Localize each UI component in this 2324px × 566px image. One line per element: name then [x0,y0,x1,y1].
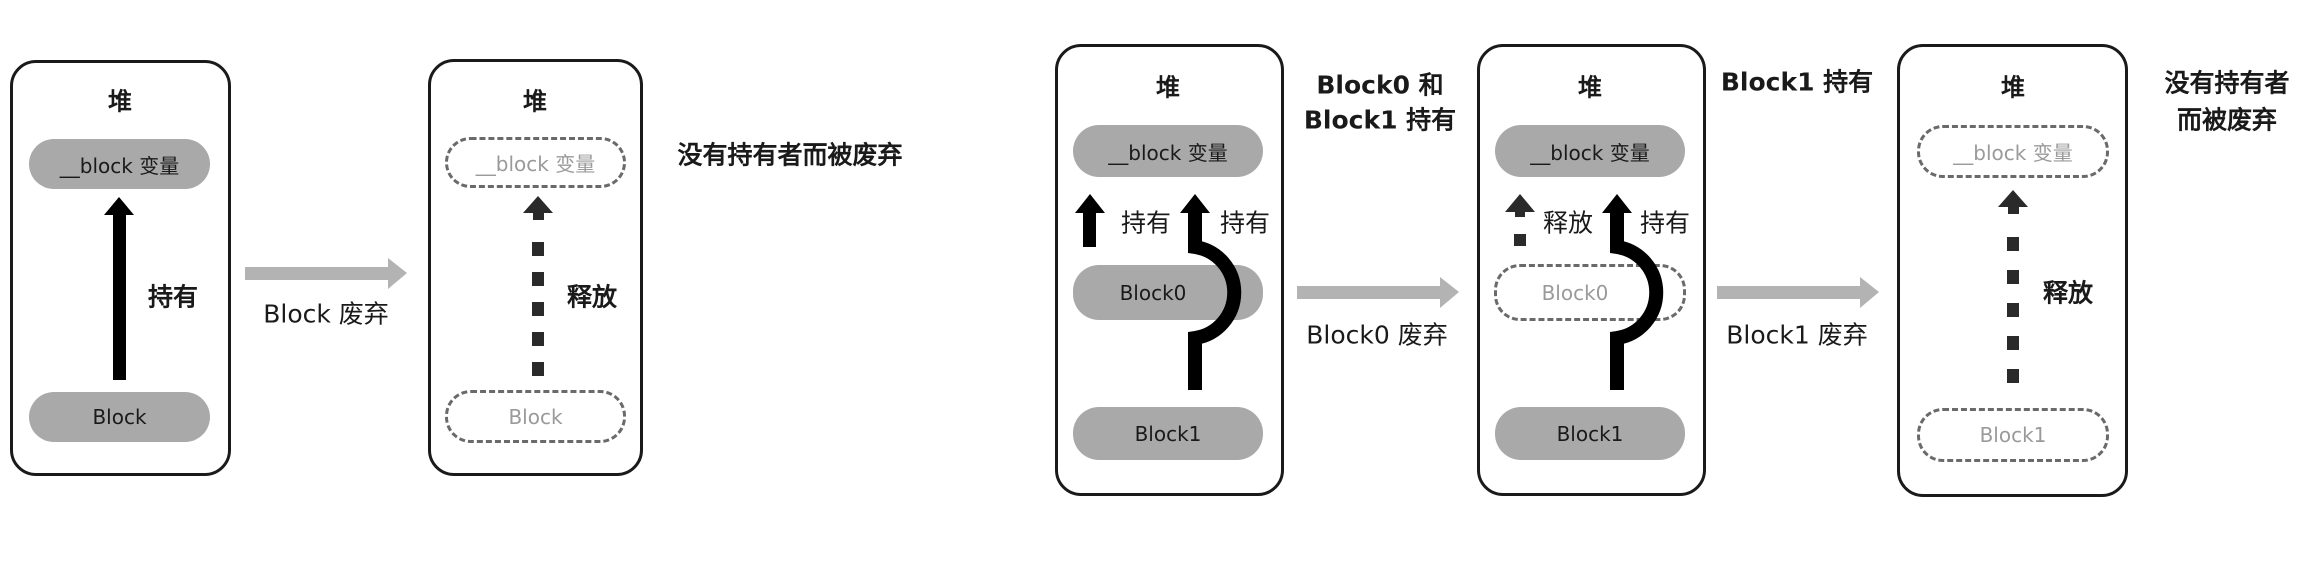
block0-pill-discarded: Block0 [1494,264,1686,321]
block-variable-pill-discarded: __block 变量 [445,137,626,188]
heap-title: 堆 [1156,73,1180,102]
hold-label-block0: 持有 [1120,208,1172,238]
heap-title: 堆 [108,87,132,116]
block-variable-label: __block 变量 [475,152,596,176]
block-variable-pill: __block 变量 [29,139,210,189]
block1-label: Block1 [1134,421,1202,446]
block0-label: Block0 [1541,280,1609,305]
block1-label: Block1 [1979,423,2047,447]
transition-label-block-discarded: Block 废弃 [263,299,389,329]
block1-pill-discarded: Block1 [1917,408,2109,462]
block-variable-pill-discarded: __block 变量 [1917,125,2109,178]
transition-label-block0-discarded: Block0 废弃 [1306,320,1448,350]
side-note-line2: 而被废弃 [2176,105,2278,135]
transition-arrow [245,258,407,289]
side-note-block1-holds: Block1 持有 [1720,67,1874,97]
block-variable-label: __block 变量 [1530,140,1650,165]
block0-pill: Block0 [1073,265,1263,320]
block-variable-label: __block 变量 [1108,140,1228,165]
transition-arrow [1297,277,1459,308]
block-label: Block [92,405,147,429]
side-note-line2: Block1 持有 [1303,105,1457,135]
block-variable-pill: __block 变量 [1495,125,1685,177]
block-pill: Block [29,392,210,442]
block1-pill: Block1 [1495,407,1685,460]
block0-label: Block0 [1119,280,1187,305]
release-label: 释放 [566,282,618,312]
side-note-line1: Block0 和 [1316,70,1444,100]
block1-pill: Block1 [1073,407,1263,460]
block-variable-label: __block 变量 [1953,141,2073,165]
side-note-no-owner: 没有持有者而被废弃 [677,140,903,170]
transition-label-block1-discarded: Block1 废弃 [1726,320,1868,350]
heap-title: 堆 [1578,73,1602,102]
side-note-line1: 没有持有者 [2164,68,2290,98]
release-label-block0: 释放 [1542,208,1594,238]
heap-title: 堆 [523,87,547,116]
release-label: 释放 [2042,278,2094,308]
transition-arrow [1717,277,1879,308]
heap-title: 堆 [2001,73,2025,102]
block-label: Block [508,404,563,429]
hold-label: 持有 [147,282,199,312]
block-variable-pill: __block 变量 [1073,125,1263,177]
block-variable-label: __block 变量 [59,153,180,178]
hold-label-block1: 持有 [1219,208,1271,238]
block-pill-discarded: Block [445,390,626,443]
block1-label: Block1 [1556,421,1624,446]
hold-label-block1: 持有 [1639,208,1691,238]
